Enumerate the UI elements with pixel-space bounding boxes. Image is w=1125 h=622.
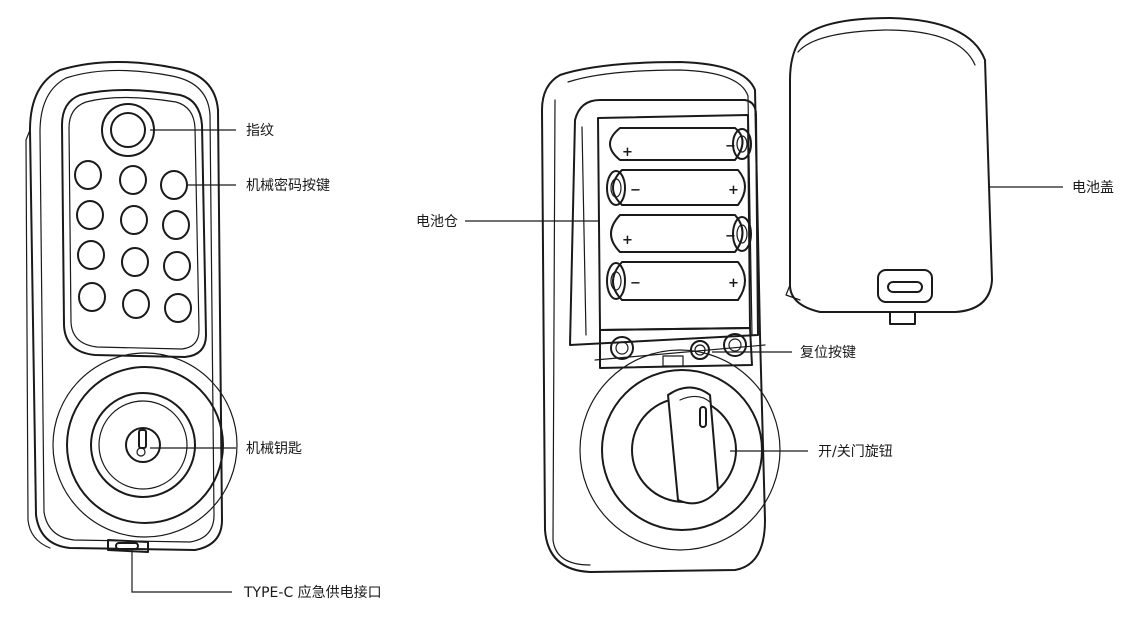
svg-text:−: − <box>630 276 641 291</box>
interior-lock-unit: + − − + + − − + <box>541 61 781 573</box>
battery-cover-clip <box>877 269 933 303</box>
label-fingerprint: 指纹 <box>246 123 274 139</box>
svg-text:+: + <box>728 276 739 291</box>
front-lock-exterior <box>25 60 238 553</box>
svg-text:+: + <box>622 145 633 160</box>
label-thumb-turn: 开/关门旋钮 <box>818 444 893 460</box>
label-keypad: 机械密码按键 <box>246 177 330 194</box>
svg-text:−: − <box>725 139 736 154</box>
svg-text:−: − <box>725 229 736 244</box>
label-key: 机械钥匙 <box>246 441 302 457</box>
key-cylinder-icon <box>125 427 161 463</box>
label-reset-button: 复位按键 <box>800 344 856 361</box>
label-usb: TYPE-C 应急供电接口 <box>243 584 382 601</box>
thumb-turn-icon <box>667 386 719 505</box>
svg-text:−: − <box>630 183 641 198</box>
battery-cover <box>785 17 993 325</box>
svg-text:+: + <box>622 233 633 248</box>
usb-c-port-icon <box>107 539 149 553</box>
keypad-buttons <box>74 160 192 323</box>
fingerprint-sensor-icon <box>101 103 155 157</box>
batteries: + − − + + − − + <box>606 127 752 301</box>
label-battery-compartment: 电池仓 <box>416 214 458 230</box>
svg-text:+: + <box>728 183 739 198</box>
label-battery-cover: 电池盖 <box>1072 180 1114 196</box>
